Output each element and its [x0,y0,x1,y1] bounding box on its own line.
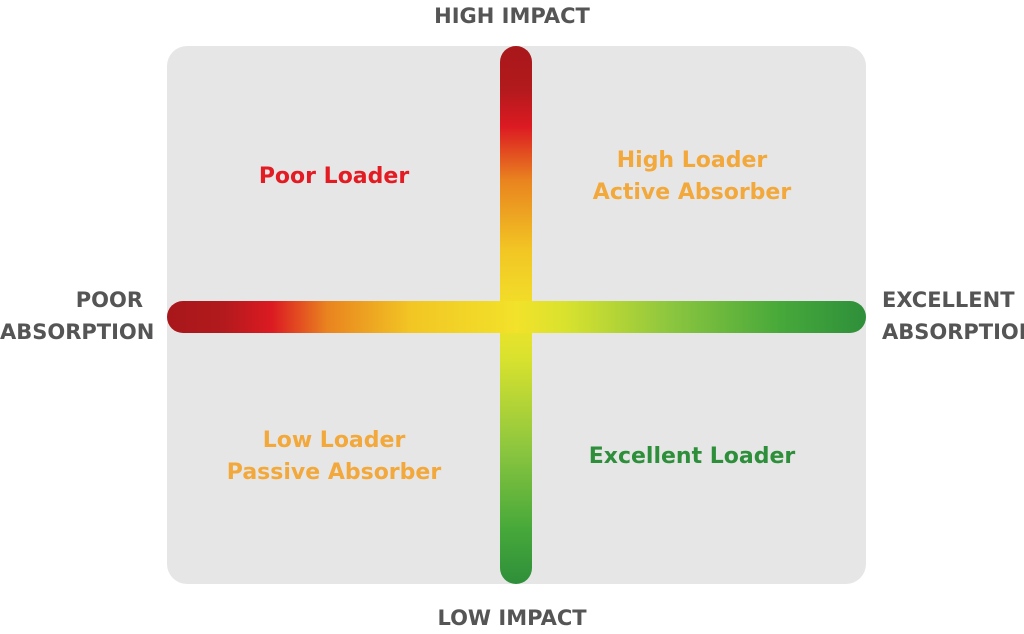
axis-label-excellent-absorption: EXCELLENT ABSORPTION [882,284,1024,348]
quadrant-label: Excellent Loader [588,444,796,469]
axis-label-line: EXCELLENT [882,288,1015,312]
axis-label-line: POOR [75,288,143,312]
quadrant-label: Active Absorber [592,180,792,205]
axis-label-line: ABSORPTION [882,320,1024,344]
quadrant-poor-loader: Poor Loader [204,161,464,193]
quadrant-label: Low Loader [262,428,406,453]
quadrant-excellent-loader: Excellent Loader [562,441,822,473]
quadrant-low-loader: Low Loader Passive Absorber [204,425,464,489]
axis-label-high-impact: HIGH IMPACT [434,4,590,28]
quadrant-label: Passive Absorber [226,460,442,485]
axis-label-poor-absorption: POOR ABSORPTION [0,284,155,348]
axis-label-line: ABSORPTION [0,320,155,344]
quadrant-high-loader: High Loader Active Absorber [562,145,822,209]
quadrant-label: Poor Loader [258,164,410,189]
quadrant-label: High Loader [616,148,768,173]
axis-label-low-impact: LOW IMPACT [437,606,587,630]
absorption-axis-bar [167,301,866,333]
